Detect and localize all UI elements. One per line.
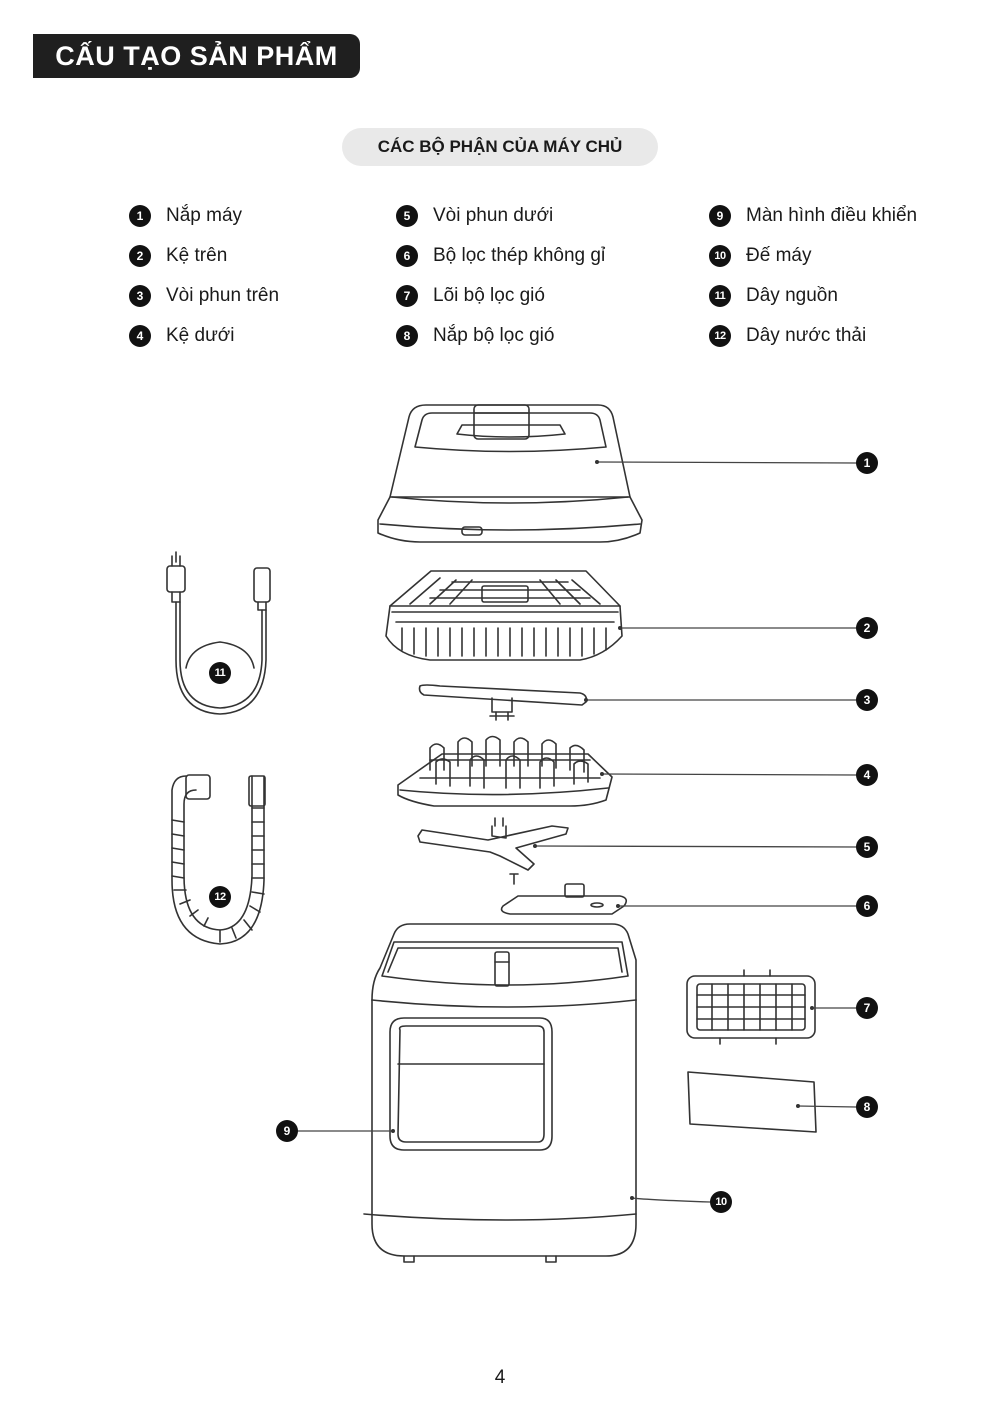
subsection-title: CÁC BỘ PHẬN CỦA MÁY CHỦ	[342, 128, 658, 166]
legend-number: 4	[129, 325, 151, 347]
legend-label: Lõi bộ lọc gió	[433, 285, 545, 306]
callout-2: 2	[856, 617, 878, 639]
air-filter-core-illustration	[686, 969, 816, 1045]
legend-item-8: 8 Nắp bộ lọc gió	[396, 323, 554, 349]
legend-label: Kệ dưới	[166, 325, 235, 346]
legend-item-7: 7 Lõi bộ lọc gió	[396, 283, 545, 309]
legend-number: 8	[396, 325, 418, 347]
legend-item-4: 4 Kệ dưới	[129, 323, 235, 349]
legend-label: Nắp máy	[166, 205, 243, 226]
upper-spray-arm-illustration	[418, 684, 588, 721]
legend-item-11: 11 Dây nguồn	[709, 283, 838, 309]
legend-label: Kệ trên	[166, 245, 228, 266]
steel-filter-illustration	[500, 883, 628, 915]
legend-number: 3	[129, 285, 151, 307]
air-filter-cover-illustration	[687, 1071, 817, 1133]
callout-9: 9	[276, 1120, 298, 1142]
legend-number: 7	[396, 285, 418, 307]
callout-10: 10	[710, 1191, 732, 1213]
section-title: CẤU TẠO SẢN PHẨM	[55, 40, 338, 71]
legend-label: Dây nguồn	[746, 285, 838, 306]
callout-3: 3	[856, 689, 878, 711]
legend-item-9: 9 Màn hình điều khiển	[709, 203, 917, 229]
legend-label: Vòi phun trên	[166, 285, 280, 306]
callout-1: 1	[856, 452, 878, 474]
legend-label: Nắp bộ lọc gió	[433, 325, 555, 346]
legend-label: Vòi phun dưới	[433, 205, 554, 226]
main-body-illustration	[363, 923, 637, 1263]
legend-item-1: 1 Nắp máy	[129, 203, 242, 229]
callout-12: 12	[209, 886, 231, 908]
page-number: 4	[494, 1367, 506, 1388]
legend-item-3: 3 Vòi phun trên	[129, 283, 279, 309]
legend-label: Dây nước thải	[746, 325, 867, 346]
callout-anchor-dots	[391, 460, 814, 1200]
power-cord-illustration	[166, 551, 271, 715]
callout-leader-lines	[297, 461, 857, 1203]
legend-number: 10	[709, 245, 731, 267]
legend-label: Màn hình điều khiển	[746, 205, 918, 226]
section-title-banner: CẤU TẠO SẢN PHẨM	[33, 34, 360, 78]
lower-rack-illustration	[397, 735, 613, 807]
parts-legend: 1 Nắp máy 2 Kệ trên 3 Vòi phun trên 4 Kệ…	[0, 0, 1000, 360]
legend-label: Đế máy	[746, 245, 812, 266]
legend-item-6: 6 Bộ lọc thép không gỉ	[396, 243, 605, 269]
callout-6: 6	[856, 895, 878, 917]
callout-7: 7	[856, 997, 878, 1019]
upper-rack-illustration	[385, 570, 623, 661]
callout-8: 8	[856, 1096, 878, 1118]
legend-number: 12	[709, 325, 731, 347]
legend-item-2: 2 Kệ trên	[129, 243, 227, 269]
legend-item-10: 10 Đế máy	[709, 243, 811, 269]
legend-item-5: 5 Vòi phun dưới	[396, 203, 553, 229]
legend-number: 11	[709, 285, 731, 307]
lower-spray-arm-illustration	[417, 817, 569, 885]
legend-label: Bộ lọc thép không gỉ	[433, 245, 606, 266]
callout-4: 4	[856, 764, 878, 786]
lid-illustration	[377, 404, 643, 543]
legend-number: 6	[396, 245, 418, 267]
legend-number: 2	[129, 245, 151, 267]
callout-11: 11	[209, 662, 231, 684]
legend-number: 5	[396, 205, 418, 227]
legend-number: 1	[129, 205, 151, 227]
legend-item-12: 12 Dây nước thải	[709, 323, 866, 349]
callout-5: 5	[856, 836, 878, 858]
legend-number: 9	[709, 205, 731, 227]
drain-hose-illustration	[171, 774, 266, 945]
